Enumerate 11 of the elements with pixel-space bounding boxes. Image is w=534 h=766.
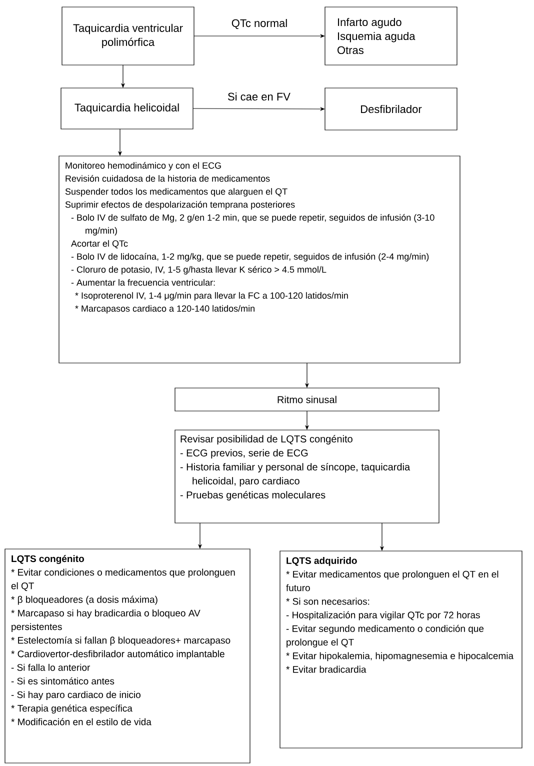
process-box: Taquicardia ventricular polimórfica [62, 6, 194, 66]
process-box: Desfibrilador [324, 88, 458, 130]
process-box: Taquicardia helicoidal [60, 88, 194, 130]
edge-label: QTc normal [230, 18, 289, 30]
process-box: Ritmo sinusal [174, 388, 440, 412]
process-box: Monitoreo hemodinámico y con el ECG Revisión cuidadosa de la historia de medicamentos Suspender todos los medicamentos que alarguen el QT Suprimir efectos de despolarización temprana posteriores - Bolo IV de sulfato de Mg, 2 g/en 1-2 min, que se puede repetir, seguidos de infusión (3-10 mg/min) Acortar el QTc - Bolo IV de lidocaína, 1-2 mg/kg, que se puede repetir, seguidos de infusión (2-4 mg/min) - Cloruro de potasio, IV, 1-5 g/hasta llevar K sérico > 4.5 mmol/L - Aumentar la frecuencia ventricular: * Isoproterenol IV, 1-4 μg/min para llevar la FC a 100-120 latidos/min * Marcapasos cardiaco a 120-140 latidos/min [58, 156, 460, 364]
edge-label: Si cae en FV [226, 91, 292, 102]
process-box: LQTS adquirido * Evitar medicamentos que prolonguen el QT en el futuro * Si son necesarios: - Hospitalización para vigilar QTc por 72 horas - Evitar segundo medicamento o condición que prolongue el QT * Evitar hipokalemia, hipomagnesemia e hipocalcemia * Evitar bradicardia [280, 550, 522, 748]
process-box: Infarto agudo Isquemia aguda Otras [324, 6, 458, 66]
process-box: Revisar posibilidad de LQTS congénito - ECG previos, serie de ECG - Historia familiar y personal de síncope, taquicardia helicoidal, paro cardiaco - Pruebas genéticas moleculares [174, 430, 440, 524]
process-box: LQTS congénito * Evitar condiciones o medicamentos que prolonguen el QT * β bloqueadores (a dosis máxima) * Marcapaso si hay bradicardia o bloqueo AV persistentes * Estelectomía si fallan β bloqueadores+ marcapaso * Cardiovertor-desfibrilador automático implantable - Si falla lo anterior - Si es sintomático antes - Si hay paro cardiaco de inicio * Terapia genética específica * Modificación en el estilo de vida [4, 548, 250, 764]
